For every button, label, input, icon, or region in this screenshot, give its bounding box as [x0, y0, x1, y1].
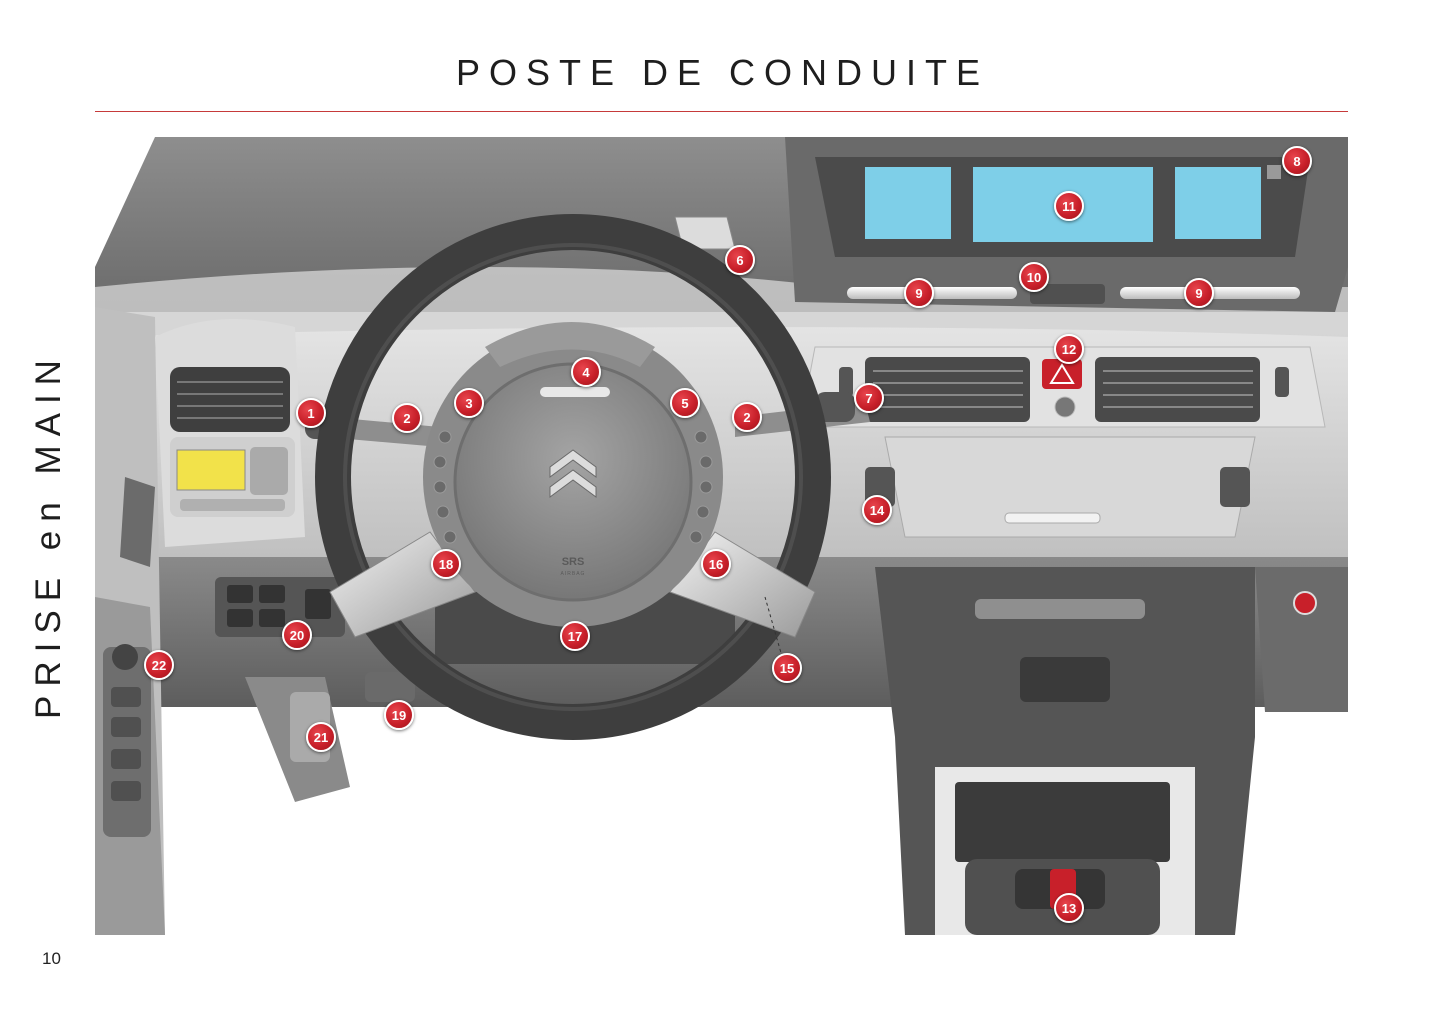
callout-4: 4	[571, 357, 601, 387]
callout-2-left: 2	[392, 403, 422, 433]
callout-18: 18	[431, 549, 461, 579]
ac-display	[176, 449, 246, 491]
page-title: POSTE DE CONDUITE	[455, 52, 990, 93]
display-right	[1175, 167, 1261, 239]
callout-17: 17	[560, 621, 590, 651]
srs-badge: SRS	[562, 556, 585, 568]
callout-7: 7	[854, 383, 884, 413]
section-side-label: PRISE en MAIN	[29, 351, 68, 719]
callout-10: 10	[1019, 262, 1049, 292]
callout-9-left: 9	[904, 278, 934, 308]
callout-9-right: 9	[1184, 278, 1214, 308]
center-right-vent	[1095, 357, 1260, 422]
engine-start-button	[1293, 591, 1317, 615]
dashboard-illustration: SRS AIRBAG 1 2 2 3 4 5 6 7 8 9 9 10 11 1…	[95, 137, 1348, 935]
callout-13: 13	[1054, 893, 1084, 923]
door-switch-panel	[103, 647, 151, 837]
callout-21: 21	[306, 722, 336, 752]
hub-display	[540, 387, 610, 397]
left-air-vent	[170, 367, 290, 432]
center-control-button	[1030, 284, 1105, 304]
callout-5: 5	[670, 388, 700, 418]
callout-2-right: 2	[732, 402, 762, 432]
steering-wheel-rim	[315, 214, 831, 740]
callout-19: 19	[384, 700, 414, 730]
display-left	[865, 167, 951, 239]
brand-logo	[549, 449, 597, 478]
mirror-adjust-knob	[112, 644, 138, 670]
center-knob	[1054, 396, 1076, 418]
callout-14: 14	[862, 495, 892, 525]
airbag-badge: AIRBAG	[561, 571, 586, 577]
page-number: 10	[42, 949, 61, 968]
callout-16: 16	[701, 549, 731, 579]
callout-20: 20	[282, 620, 312, 650]
callout-3: 3	[454, 388, 484, 418]
callout-1: 1	[296, 398, 326, 428]
callout-8: 8	[1282, 146, 1312, 176]
right-console-switch	[1220, 467, 1250, 507]
callout-6: 6	[725, 245, 755, 275]
callout-11: 11	[1054, 191, 1084, 221]
dashboard-drawing: SRS AIRBAG	[95, 137, 1348, 935]
callout-12: 12	[1054, 334, 1084, 364]
lower-console-display	[955, 782, 1170, 862]
center-left-vent	[865, 357, 1030, 422]
callout-15: 15	[772, 653, 802, 683]
title-divider	[95, 111, 1348, 112]
callout-22: 22	[144, 650, 174, 680]
